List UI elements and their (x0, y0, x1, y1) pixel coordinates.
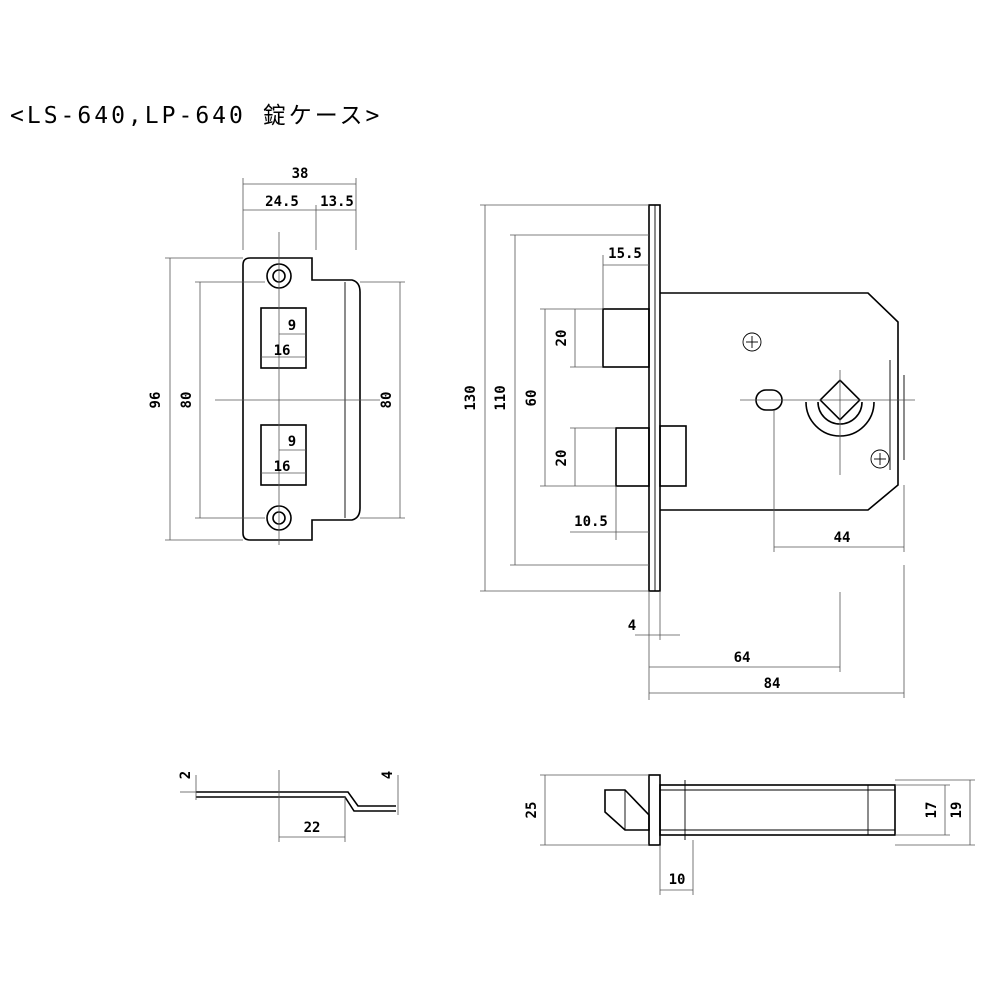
dim-width-38: 38 (292, 166, 309, 182)
dim-44: 44 (834, 530, 851, 546)
dim-upper-window-16: 16 (274, 343, 291, 359)
drawing-title: <LS-640,LP-640 錠ケース> (10, 103, 383, 129)
strike-plate-outline (242, 257, 361, 541)
dim-bolt-spacing-60: 60 (524, 390, 540, 407)
dim-pitch-80-left: 80 (179, 392, 195, 409)
lower-window (260, 424, 307, 486)
lock-case-front-view: 130 110 60 20 20 15.5 10.5 44 4 (463, 204, 915, 700)
top-faceplate (648, 774, 661, 846)
dim-latch-projection-15-5: 15.5 (608, 246, 642, 262)
strike-plate-side-view: 2 4 22 (178, 770, 399, 842)
strike-side-profile (196, 791, 396, 812)
dim-lip-offset-4: 4 (380, 771, 396, 779)
dim-lower-window-9: 9 (288, 434, 296, 450)
dim-upper-window-9: 9 (288, 318, 296, 334)
deadbolt-housing (659, 425, 687, 487)
dim-height-96: 96 (148, 392, 164, 409)
dim-depth-84: 84 (764, 676, 781, 692)
dim-thickness-19: 19 (949, 802, 965, 819)
faceplate (648, 204, 661, 592)
dim-latch-20: 20 (554, 330, 570, 347)
top-case-end (867, 784, 896, 836)
dim-case-110: 110 (493, 385, 509, 410)
dim-lip-length-22: 22 (304, 820, 321, 836)
lower-case-screw (870, 449, 890, 469)
dim-deadbolt-projection-10-5: 10.5 (574, 514, 608, 530)
dim-thickness-17: 17 (924, 802, 940, 819)
strike-plate-front-view: 38 24.5 13.5 96 80 80 9 16 9 16 (148, 166, 405, 545)
lock-case-top-view: 25 17 19 10 (524, 774, 975, 895)
top-case-body (659, 784, 896, 836)
dim-width-13-5: 13.5 (320, 194, 354, 210)
dim-top-faceplate-25: 25 (524, 802, 540, 819)
dim-deadbolt-20: 20 (554, 450, 570, 467)
dim-lower-window-16: 16 (274, 459, 291, 475)
dim-faceplate-130: 130 (463, 385, 479, 410)
latch-bolt (602, 308, 650, 368)
deadbolt (615, 427, 650, 487)
dim-width-24-5: 24.5 (265, 194, 299, 210)
dim-4: 4 (628, 618, 636, 634)
dim-plate-thickness-2: 2 (178, 771, 194, 779)
case-body (660, 292, 899, 511)
cylinder-square-hole (819, 379, 861, 421)
top-latch-bolt (604, 789, 650, 831)
dim-offset-10: 10 (669, 872, 686, 888)
upper-case-screw (742, 332, 762, 352)
upper-window (260, 307, 307, 369)
dim-pitch-80-right: 80 (379, 392, 395, 409)
dim-backset-64: 64 (734, 650, 751, 666)
